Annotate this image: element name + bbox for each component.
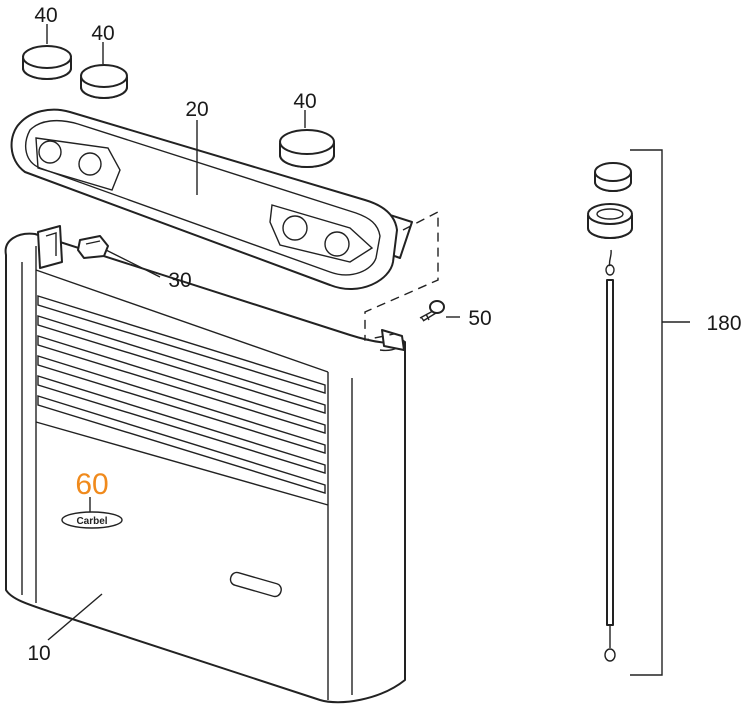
logo-text: Carbel	[76, 516, 107, 527]
callout-50: 50	[468, 307, 491, 330]
cap-part-40-a	[22, 45, 72, 80]
callout-30: 30	[168, 269, 191, 292]
callout-20: 20	[185, 98, 208, 121]
cap-part-40-b	[80, 64, 128, 99]
callout-180: 180	[706, 312, 741, 335]
callout-40-c: 40	[293, 90, 316, 113]
callout-40-b: 40	[91, 22, 114, 45]
bracket-180	[630, 149, 690, 676]
leader-30	[105, 249, 161, 278]
callout-40-a: 40	[34, 4, 57, 27]
leader-10	[47, 593, 103, 641]
top-cover-part-20	[10, 108, 413, 290]
logo-badge: Carbel	[61, 511, 123, 529]
rod-assembly-part-180	[587, 162, 633, 662]
callout-60: 60	[75, 468, 108, 501]
cap-part-40-c	[279, 129, 335, 168]
explode-line-right	[364, 210, 439, 341]
clip-part-30	[77, 235, 109, 259]
screw-part-50	[419, 300, 445, 322]
callout-10: 10	[27, 642, 50, 665]
casing-part-10	[4, 225, 406, 704]
